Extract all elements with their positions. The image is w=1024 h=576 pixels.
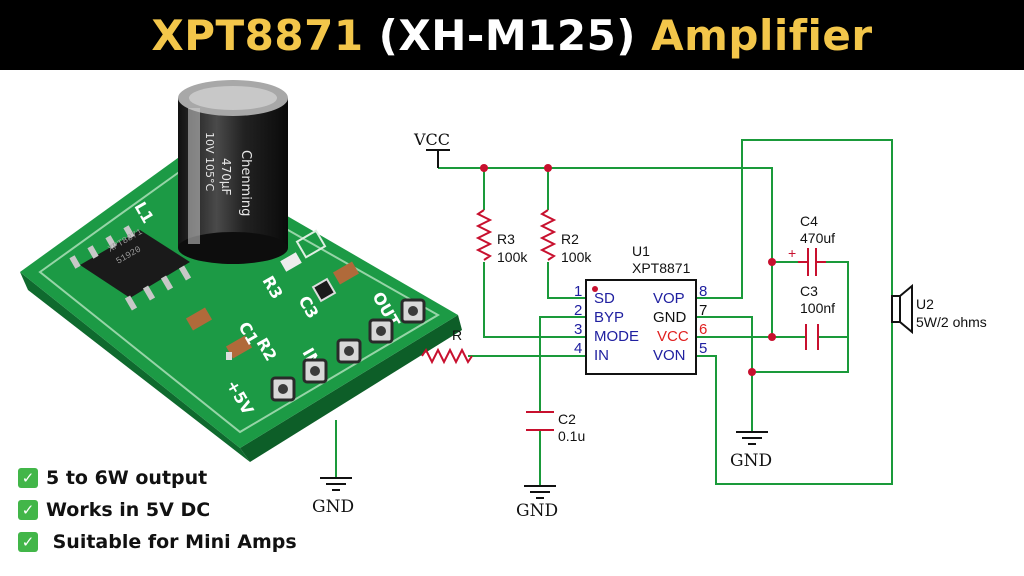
title-part-code: (XH-M125): [363, 10, 652, 60]
resistor-input: [421, 347, 473, 365]
pin-name-sd: SD: [594, 290, 615, 307]
r3-value: 100k: [497, 249, 528, 265]
gnd-label-1: GND: [730, 451, 772, 471]
wire-r2: [547, 168, 586, 299]
pin-name-gnd: GND: [653, 309, 687, 326]
pin-name-vcc: VCC: [657, 328, 689, 345]
junction-dots: [480, 164, 776, 376]
title-part-model: XPT8871: [151, 10, 364, 60]
resistor-r2: [539, 209, 557, 261]
pcb-capacitor: Chenming 470µF 10V 105°C: [178, 80, 288, 264]
wire-von: [696, 322, 893, 485]
page-title: XPT8871 (XH-M125) Amplifier: [151, 11, 872, 60]
pin-num-3: 3: [574, 321, 582, 338]
r-partial-label: R: [452, 327, 462, 343]
r2-value: 100k: [561, 249, 592, 265]
ground-symbol-2: [524, 485, 556, 499]
wire-r3: [483, 168, 586, 338]
gnd-label-3: GND: [312, 497, 354, 517]
pin-num-8: 8: [699, 283, 707, 300]
u2-value: 5W/2 ohms: [916, 314, 987, 330]
feature-item: ✓ 5 to 6W output: [18, 462, 297, 494]
wire-gnd-pin: [696, 316, 753, 432]
u1-box: [585, 279, 697, 375]
pin-name-vop: VOP: [653, 290, 685, 307]
pin-num-1: 1: [574, 283, 582, 300]
feature-item: ✓ Works in 5V DC: [18, 494, 297, 526]
r2-name: R2: [561, 231, 579, 247]
c2-value: 0.1u: [558, 428, 585, 444]
feature-label: Works in 5V DC: [46, 499, 211, 521]
feature-list: ✓ 5 to 6W output ✓ Works in 5V DC ✓ Suit…: [18, 462, 297, 558]
u2-name: U2: [916, 296, 934, 312]
check-icon: ✓: [18, 532, 38, 552]
check-icon: ✓: [18, 468, 38, 488]
pin-name-mode: MODE: [594, 328, 639, 345]
u1-pin1-dot: [592, 286, 598, 292]
scene: XPT8871 51920 L1 R3 C3 C1 R2 OUT IN +5V: [20, 80, 987, 521]
c3-name: C3: [800, 283, 818, 299]
check-icon: ✓: [18, 500, 38, 520]
pcb-silk-outline: [38, 168, 440, 434]
feature-label: 5 to 6W output: [46, 467, 208, 489]
cap-text-rating: 10V 105°C: [203, 132, 216, 192]
svg-text:+: +: [788, 245, 796, 261]
capacitor-c3: [805, 324, 819, 350]
pin-name-in: IN: [594, 347, 609, 364]
pcb-chip: XPT8871 51920: [69, 225, 192, 311]
vcc-symbol: [426, 149, 450, 168]
pin-num-7: 7: [699, 302, 707, 319]
ground-symbol-3: [320, 477, 352, 491]
title-part-word: Amplifier: [651, 10, 873, 60]
wire-von-node: [752, 337, 849, 373]
capacitor-c2: [526, 411, 554, 431]
c4-name: C4: [800, 213, 818, 229]
resistor-r3: [475, 209, 493, 261]
c4-value: 470uf: [800, 230, 835, 246]
feature-label: Suitable for Mini Amps: [46, 531, 297, 553]
pcb-side-right: [240, 315, 462, 462]
pin-name-byp: BYP: [594, 309, 624, 326]
pcb-side: [20, 272, 250, 462]
c2-name: C2: [558, 411, 576, 427]
schematic: [335, 139, 893, 486]
r3-name: R3: [497, 231, 515, 247]
pin-num-6: 6: [699, 321, 707, 338]
wire-vcc-top: [438, 167, 773, 262]
speaker-icon: [891, 283, 913, 335]
cap-text-value: 470µF: [219, 158, 233, 196]
title-bar: XPT8871 (XH-M125) Amplifier: [0, 0, 1024, 70]
pin-num-5: 5: [699, 340, 707, 357]
wire-vcc-pin: [696, 261, 798, 338]
pcb-board: XPT8871 51920 L1 R3 C3 C1 R2 OUT IN +5V: [20, 80, 462, 462]
u1-name: U1: [632, 243, 650, 259]
capacitor-c4: +: [788, 245, 826, 276]
pin-num-4: 4: [574, 340, 582, 357]
cap-text-brand: Chenming: [238, 150, 253, 216]
u1-part: XPT8871: [632, 260, 691, 276]
pin-name-von: VON: [653, 347, 686, 364]
ground-symbol-1: [736, 431, 768, 445]
pcb-pads: [270, 298, 426, 402]
gnd-label-2: GND: [516, 501, 558, 521]
pcb-smd-parts: [185, 229, 360, 360]
c3-value: 100nf: [800, 300, 835, 316]
vcc-label: VCC: [413, 130, 450, 149]
pin-num-2: 2: [574, 302, 582, 319]
feature-item: ✓ Suitable for Mini Amps: [18, 526, 297, 558]
wire-byp: [539, 316, 586, 486]
wire-c3: [772, 261, 849, 338]
wire-vop: [696, 139, 893, 299]
